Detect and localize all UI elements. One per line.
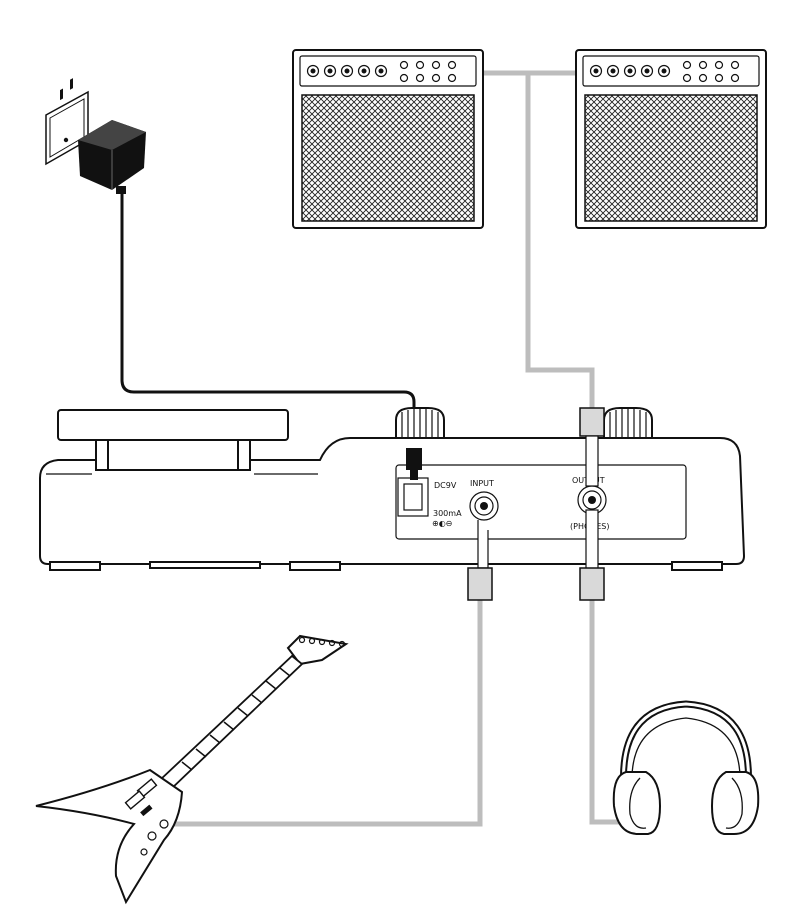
polarity-label: ⊕◐⊖ xyxy=(432,519,452,528)
dc-label: DC9V xyxy=(434,481,457,490)
cables xyxy=(160,70,640,827)
electric-guitar-icon xyxy=(35,634,349,905)
amp-speaker-grille xyxy=(301,94,475,222)
headphones-icon xyxy=(612,700,760,835)
pedal-knob xyxy=(395,407,445,441)
output-cable-to-amps xyxy=(525,73,595,410)
pedal-rear-panel xyxy=(395,464,687,540)
amp-knobs xyxy=(306,60,457,83)
amplifier-icon xyxy=(292,49,484,229)
guitar-cable xyxy=(160,600,483,827)
pedal-knob xyxy=(603,407,653,441)
current-label: 300mA xyxy=(433,509,462,518)
output-plug-bottom xyxy=(579,509,605,601)
power-cord xyxy=(120,190,416,448)
effects-pedal-icon: DC9V 300mA ⊕◐⊖ INPUT OUTPUT (PHONES) xyxy=(39,407,746,571)
amp-knobs xyxy=(589,60,740,83)
dc-plug xyxy=(406,448,422,480)
input-plug xyxy=(467,520,493,601)
amp-speaker-grille xyxy=(584,94,758,222)
input-jack xyxy=(469,491,499,521)
power-adapter-icon xyxy=(78,120,146,194)
wall-outlet-icon xyxy=(45,78,89,166)
amplifier-icon xyxy=(575,49,767,229)
output-plug-top xyxy=(579,407,605,487)
input-label: INPUT xyxy=(470,479,494,488)
